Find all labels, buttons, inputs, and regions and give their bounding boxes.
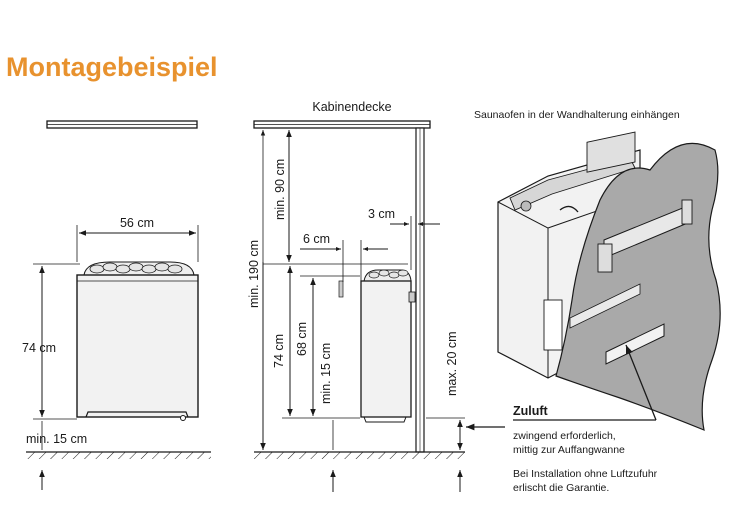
air-supply-note: Zuluft zwingend erforderlich, mittig zur… — [513, 404, 658, 494]
side-floor — [254, 452, 465, 459]
front-floor — [26, 452, 211, 459]
side-stove-body — [360, 280, 412, 418]
zuluft-label: Zuluft — [513, 404, 549, 418]
front-stove-body — [76, 274, 199, 418]
note-line-4: erlischt die Garantie. — [513, 482, 609, 494]
dim-height-label-left: 74 cm — [22, 341, 56, 355]
dim-68cm-label: 68 cm — [295, 322, 309, 356]
front-stones — [83, 261, 195, 276]
dim-min90-label: min. 90 cm — [273, 159, 287, 220]
dim-6cm-label: 6 cm — [303, 232, 330, 246]
note-line-1: zwingend erforderlich, — [513, 430, 616, 442]
dim-width-label: 56 cm — [120, 216, 154, 230]
note-line-3: Bei Installation ohne Luftzufuhr — [513, 468, 658, 480]
dim-3cm-label: 3 cm — [368, 207, 395, 221]
front-view: 56 cm 74 cm min. 15 cm — [22, 120, 211, 490]
mount-illustration: Saunaofen in der Wandhalterung einhängen — [474, 109, 721, 431]
note-line-2: mittig zur Auffangwanne — [513, 444, 625, 456]
dim-max20-label: max. 20 cm — [445, 331, 459, 396]
mount-instruction-label: Saunaofen in der Wandhalterung einhängen — [474, 109, 680, 121]
ceiling-label: Kabinendecke — [312, 100, 391, 114]
dim-min15-side-label: min. 15 cm — [319, 343, 333, 404]
page-title: Montagebeispiel — [6, 52, 218, 82]
front-stove-base — [85, 411, 189, 418]
dim-min15-label-left: min. 15 cm — [26, 432, 87, 446]
side-view: Kabinendecke min. 90 cm min. 190 cm — [247, 100, 505, 492]
dim-height74-side-label: 74 cm — [272, 334, 286, 368]
dim-min190-label: min. 190 cm — [247, 240, 261, 308]
